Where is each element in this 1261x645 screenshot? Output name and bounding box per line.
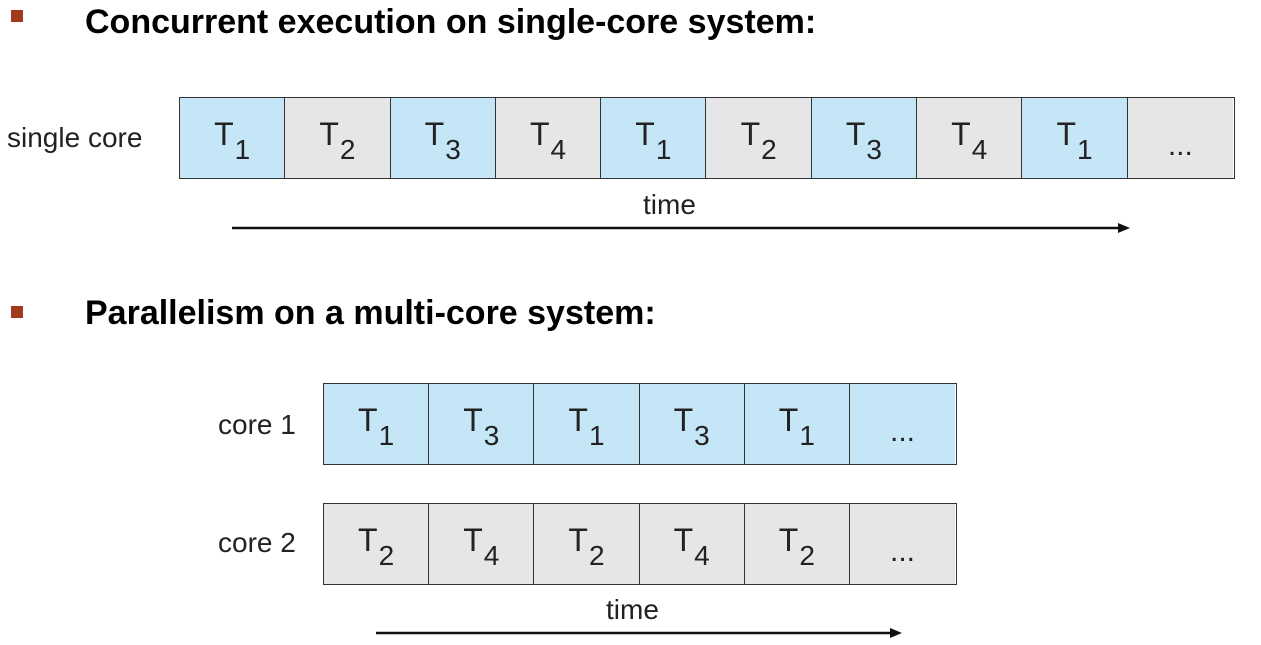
time-arrow-bottom-icon <box>376 628 902 638</box>
thread-number: 4 <box>694 540 710 571</box>
thread-letter: T <box>778 521 799 558</box>
thread-letter: T <box>673 521 694 558</box>
core-2-label: core 2 <box>218 527 296 558</box>
timeline-cell-ellipsis: ... <box>849 384 956 464</box>
thread-letter: T <box>463 401 483 438</box>
thread-letter: T <box>358 401 378 438</box>
thread-letter: T <box>635 115 655 152</box>
thread-number: 1 <box>1077 134 1093 165</box>
thread-number: 2 <box>761 134 777 165</box>
thread-number: 2 <box>339 134 356 165</box>
thread-number: 3 <box>694 420 710 451</box>
thread-number: 1 <box>378 420 395 451</box>
thread-letter: T <box>673 401 694 438</box>
thread-number: 1 <box>655 134 672 165</box>
thread-number: 4 <box>971 134 988 165</box>
section2-heading: Parallelism on a multi-core system: <box>85 294 656 332</box>
thread-letter: T <box>463 521 483 558</box>
thread-number: 4 <box>483 540 500 571</box>
thread-letter: T <box>568 521 588 558</box>
thread-letter: T <box>778 401 799 438</box>
thread-number: 2 <box>799 540 815 571</box>
thread-letter: T <box>740 115 761 152</box>
bullet-square-icon <box>11 10 23 22</box>
thread-number: 3 <box>483 420 500 451</box>
thread-letter: T <box>1056 115 1076 152</box>
thread-letter: T <box>214 115 234 152</box>
time-label-top: time <box>643 189 696 220</box>
section1-heading: Concurrent execution on single-core syst… <box>85 3 817 41</box>
bullet-square-icon <box>11 306 23 318</box>
thread-letter: T <box>845 115 866 152</box>
thread-number: 4 <box>550 134 567 165</box>
thread-letter: T <box>319 115 339 152</box>
thread-number: 1 <box>234 134 251 165</box>
ellipsis-text: ... <box>1167 129 1193 162</box>
timeline-cell-ellipsis: ... <box>849 504 956 584</box>
thread-number: 1 <box>799 420 815 451</box>
thread-number: 3 <box>866 134 882 165</box>
time-arrow-top-icon <box>232 223 1130 233</box>
thread-number: 3 <box>445 134 461 165</box>
thread-number: 2 <box>378 540 395 571</box>
thread-letter: T <box>358 521 378 558</box>
thread-letter: T <box>568 401 588 438</box>
thread-letter: T <box>951 115 971 152</box>
thread-number: 2 <box>588 540 605 571</box>
thread-number: 1 <box>588 420 605 451</box>
single-core-label: single core <box>7 122 143 153</box>
ellipsis-text: ... <box>890 415 916 448</box>
core-1-label: core 1 <box>218 409 296 440</box>
thread-letter: T <box>529 115 550 152</box>
timeline-cell-ellipsis: ... <box>1127 98 1233 178</box>
thread-letter: T <box>424 115 445 152</box>
time-label-bottom: time <box>606 594 659 625</box>
ellipsis-text: ... <box>890 535 916 568</box>
